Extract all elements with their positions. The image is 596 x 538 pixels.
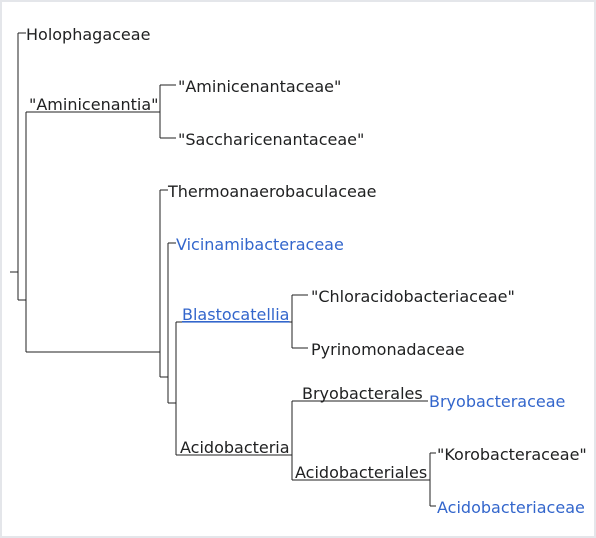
taxon-holophagaceae: Holophagaceae xyxy=(26,25,150,44)
taxon-chloracidobacteriaceae: "Chloracidobacteriaceae" xyxy=(311,287,515,306)
taxon-aminicenantaceae: "Aminicenantaceae" xyxy=(178,77,341,96)
clade-blastocatellia-link[interactable]: Blastocatellia xyxy=(182,305,289,324)
taxon-vicinamibacteraceae-link[interactable]: Vicinamibacteraceae xyxy=(176,235,344,254)
taxon-bryobacteraceae-link[interactable]: Bryobacteraceae xyxy=(429,392,565,411)
taxon-acidobacteriaceae-link[interactable]: Acidobacteriaceae xyxy=(437,498,585,517)
taxon-saccharicenantaceae: "Saccharicenantaceae" xyxy=(178,130,364,149)
clade-bryobacterales: Bryobacterales xyxy=(302,384,423,403)
clade-acidobacteriales: Acidobacteriales xyxy=(295,463,427,482)
clade-acidobacteria: Acidobacteria xyxy=(180,438,290,457)
taxon-korobacteraceae: "Korobacteraceae" xyxy=(437,445,587,464)
clade-aminicenantia: "Aminicenantia" xyxy=(29,95,159,114)
taxon-pyrinomonadaceae: Pyrinomonadaceae xyxy=(311,340,465,359)
taxon-thermoanaerobaculaceae: Thermoanaerobaculaceae xyxy=(167,182,376,201)
